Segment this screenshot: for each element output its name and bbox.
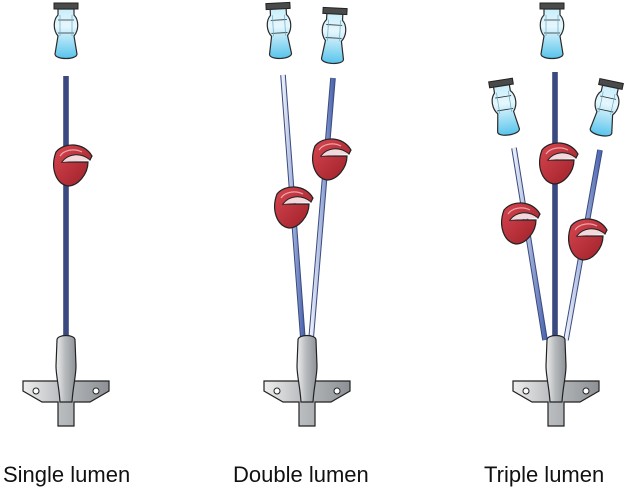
- luer-connector: [319, 6, 348, 65]
- caption-triple-lumen: Triple lumen: [484, 462, 605, 487]
- tube-clamp: [53, 144, 93, 187]
- triple-lumen-catheter: [488, 2, 624, 427]
- tube-clamp: [539, 142, 579, 185]
- luer-connector: [488, 77, 522, 138]
- single-lumen-catheter: [22, 2, 110, 427]
- tube-clamp: [568, 218, 608, 261]
- tube-clamp: [274, 186, 314, 229]
- caption-single-lumen: Single lumen: [3, 462, 131, 487]
- double-lumen-catheter: [263, 1, 352, 427]
- catheter-hub: [512, 334, 600, 427]
- caption-double-lumen: Double lumen: [233, 462, 369, 487]
- luer-connector: [539, 2, 565, 60]
- luer-connector: [587, 77, 624, 139]
- luer-connector: [53, 2, 79, 60]
- catheter-hub: [263, 334, 351, 427]
- luer-connector: [265, 1, 294, 60]
- tube-clamp: [312, 138, 352, 181]
- tube-clamp: [501, 202, 541, 245]
- catheter-hub: [22, 334, 110, 427]
